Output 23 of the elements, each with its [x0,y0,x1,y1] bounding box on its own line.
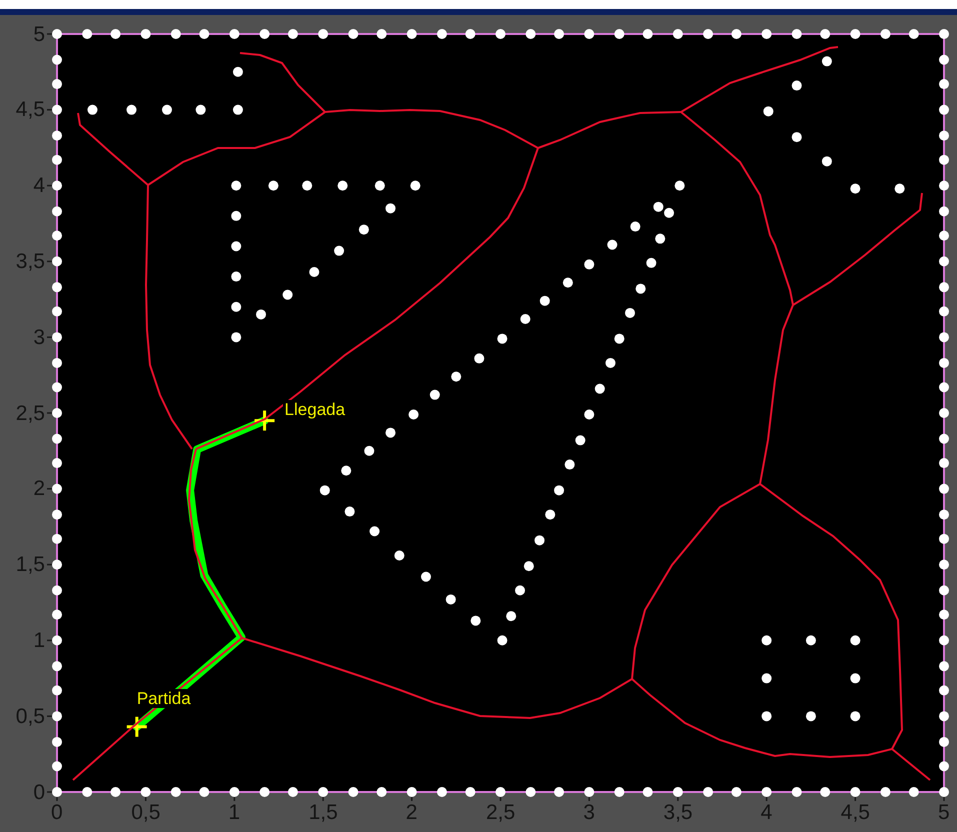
y-tick-label: 4,5 [14,99,45,120]
y-tick-label: 1,5 [14,554,45,576]
annotation-label: Llegada [282,400,348,419]
y-tick-label: 3 [32,326,45,348]
x-tick-label: 2 [406,802,418,823]
y-tick-label: 0,5 [14,706,45,727]
x-tick-label: 5 [938,802,950,823]
x-tick-label: 0,5 [131,802,160,823]
y-tick-label: 0 [32,782,45,802]
x-tick-label: 1 [228,802,240,823]
y-tick-label: 2,5 [14,402,45,424]
x-tick-label: 3,5 [663,802,693,823]
y-tick-label: 3,5 [14,250,45,272]
x-tick-label: 4 [760,802,772,823]
x-tick-label: 3 [583,802,595,823]
x-tick-label: 4,5 [840,802,870,823]
y-tick-label: 5 [32,24,45,44]
x-tick-label: 0 [51,802,63,823]
x-tick-label: 1,5 [308,802,338,823]
y-tick-label: 2 [32,478,45,500]
x-tick-label: 2,5 [486,802,516,823]
y-tick-label: 4 [32,175,45,196]
y-tick-label: 1 [32,630,45,651]
